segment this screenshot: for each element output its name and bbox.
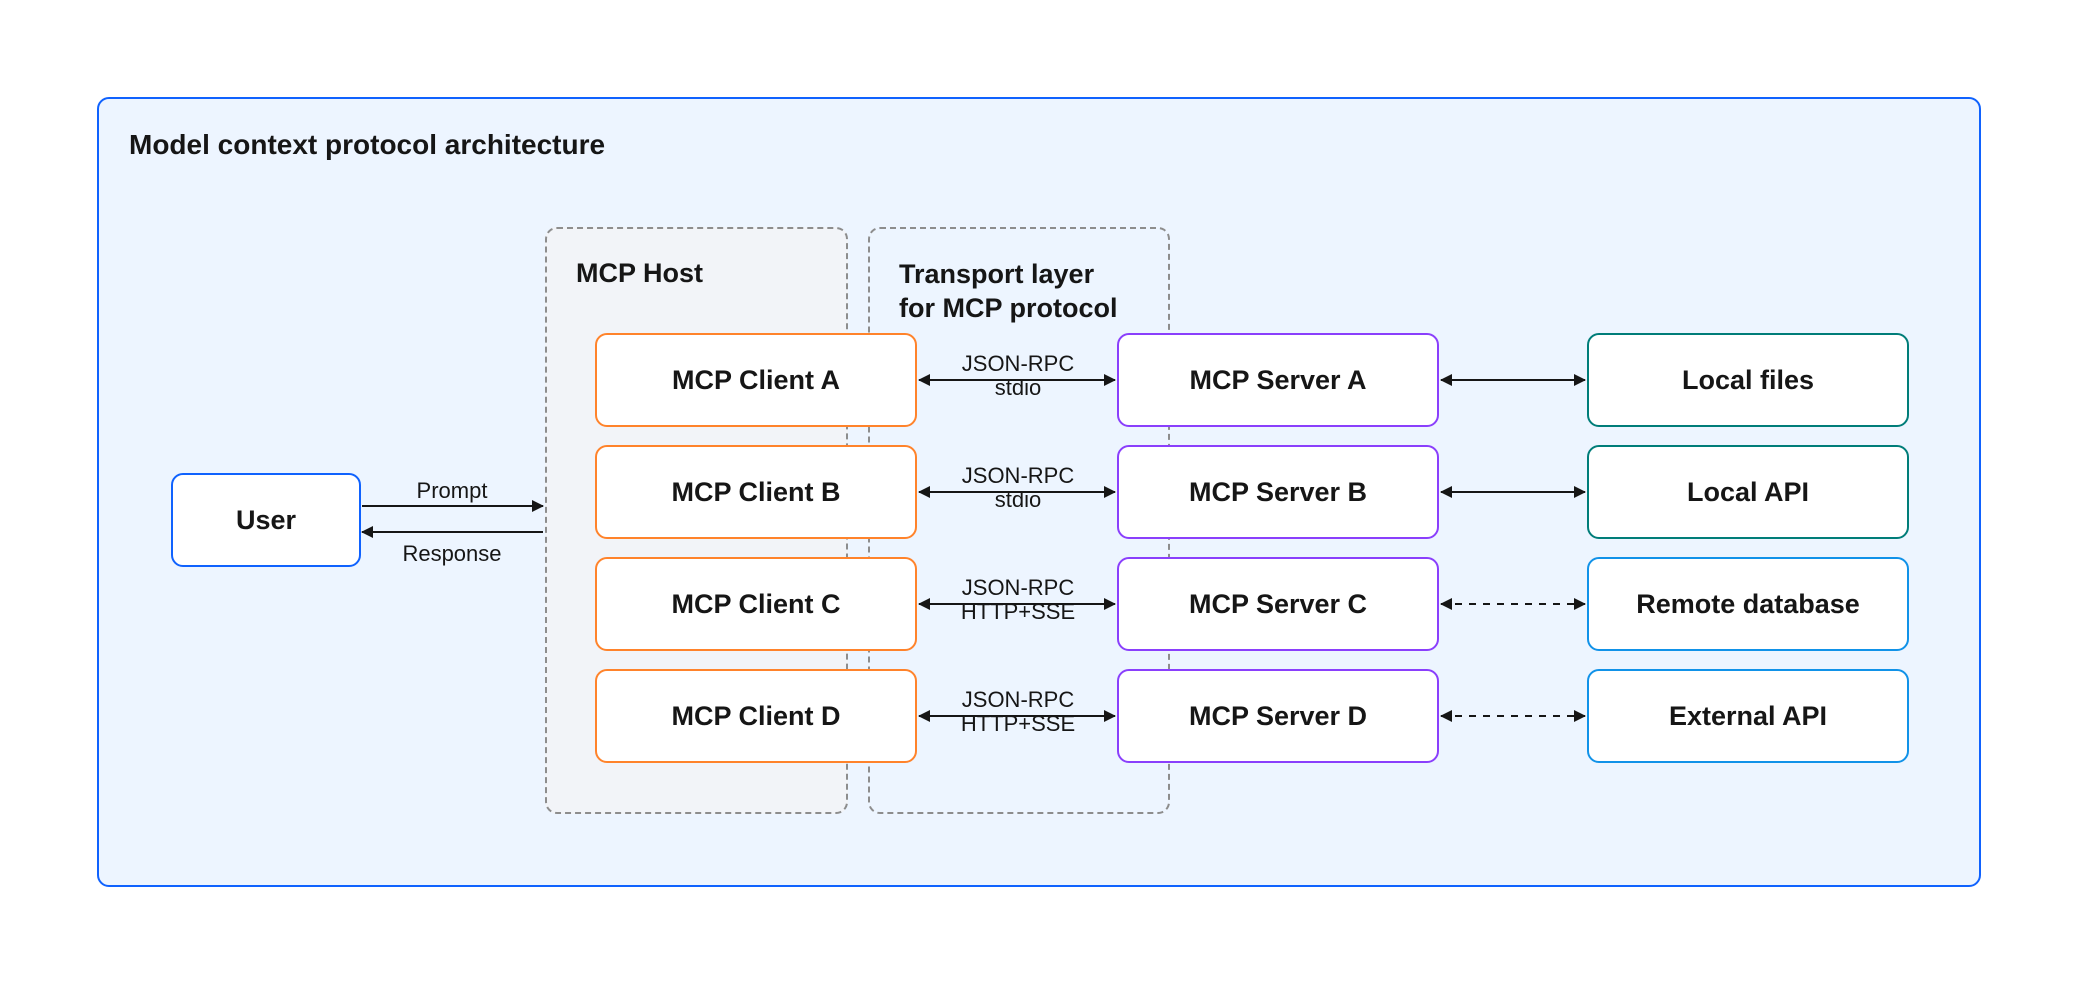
mcp-server-a-label: MCP Server A <box>1189 364 1367 395</box>
protocol-label-a: JSON-RPC <box>961 351 1075 376</box>
resource-b-label: Local API <box>1686 476 1810 507</box>
user-node: User <box>171 473 361 567</box>
mcp-server-b-label: MCP Server B <box>1188 476 1368 507</box>
protocol-label-b: JSON-RPC <box>961 463 1075 488</box>
resource-d: External API <box>1587 669 1909 763</box>
mcp-client-c-label: MCP Client C <box>671 588 841 619</box>
mcp-client-d: MCP Client D <box>595 669 917 763</box>
mcp-server-d-label: MCP Server D <box>1188 700 1368 731</box>
mcp-client-b: MCP Client B <box>595 445 917 539</box>
protocol-label-c: JSON-RPC <box>961 575 1075 600</box>
mcp-host-label: MCP Host <box>576 258 704 288</box>
mcp-client-c: MCP Client C <box>595 557 917 651</box>
mcp-server-b: MCP Server B <box>1117 445 1439 539</box>
mcp-client-a: MCP Client A <box>595 333 917 427</box>
diagram-title: Model context protocol architecture <box>129 129 606 160</box>
resource-c-label: Remote database <box>1636 588 1860 619</box>
protocol-label-d: JSON-RPC <box>961 687 1075 712</box>
resource-c: Remote database <box>1587 557 1909 651</box>
mcp-server-c-label: MCP Server C <box>1188 588 1368 619</box>
mcp-client-b-label: MCP Client B <box>671 476 841 507</box>
resource-d-label: External API <box>1668 700 1828 731</box>
response-label: Response <box>402 541 502 566</box>
prompt-label: Prompt <box>416 478 488 503</box>
mcp-server-d: MCP Server D <box>1117 669 1439 763</box>
mcp-server-a: MCP Server A <box>1117 333 1439 427</box>
transport-layer-label: Transport layer for MCP protocol <box>899 259 1118 323</box>
mcp-client-d-label: MCP Client D <box>671 700 841 731</box>
resource-b: Local API <box>1587 445 1909 539</box>
resource-a-label: Local files <box>1681 364 1815 395</box>
user-label: User <box>235 504 297 535</box>
mcp-server-c: MCP Server C <box>1117 557 1439 651</box>
mcp-client-a-label: MCP Client A <box>671 364 840 395</box>
resource-a: Local files <box>1587 333 1909 427</box>
